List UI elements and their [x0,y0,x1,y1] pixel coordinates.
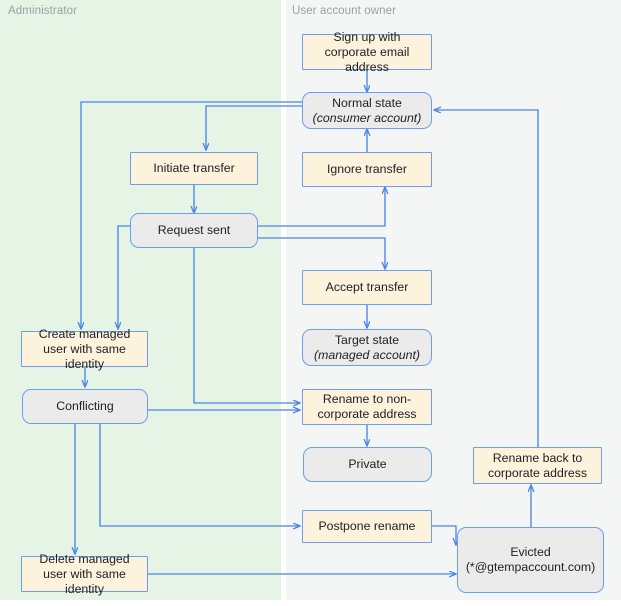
node-label: Request sent [157,223,231,237]
node-delete-managed-user-with-same-identity[interactable]: Delete managed user with same identity [21,552,148,596]
node-label: Postpone rename [318,519,416,533]
node-conflicting[interactable]: Conflicting [22,389,148,424]
node-label: Rename to non-corporate address [317,392,417,421]
node-evicted[interactable]: Evicted (*@gtempaccount.com) [457,527,604,593]
node-create-managed-user-with-same-identity[interactable]: Create managed user with same identity [21,327,148,371]
node-request-sent[interactable]: Request sent [130,213,258,248]
node-accept-transfer[interactable]: Accept transfer [302,270,432,305]
node-ignore-transfer[interactable]: Ignore transfer [302,152,432,187]
node-initiate-transfer[interactable]: Initiate transfer [130,152,258,185]
node-sublabel: (*@gtempaccount.com) [465,560,596,574]
node-label: Target state [334,332,400,347]
swimlane-administrator [0,0,281,600]
node-label: Delete managed user with same identity [39,551,130,596]
node-label: Rename back to corporate address [487,450,588,480]
swimlane-label-administrator: Administrator [8,5,78,17]
node-label: Accept transfer [325,280,409,294]
node-postpone-rename[interactable]: Postpone rename [302,510,432,543]
node-label: Ignore transfer [327,162,407,176]
node-sublabel: (consumer account) [312,110,422,125]
swimlane-label-user-account-owner: User account owner [292,5,397,17]
node-label: Create managed user with same identity [38,326,131,371]
node-label: Initiate transfer [153,161,235,175]
node-label: Evicted [510,545,551,559]
node-private[interactable]: Private [303,447,432,482]
node-label: Sign up with corporate email address [324,29,410,74]
node-label: Normal state [332,95,402,110]
node-rename-back-to-corporate-address[interactable]: Rename back to corporate address [473,447,602,484]
node-rename-to-non-corporate-address[interactable]: Rename to non-corporate address [302,389,432,425]
node-label: Conflicting [56,399,114,413]
node-normal-state[interactable]: Normal state (consumer account) [302,92,432,129]
node-sign-up-with-corporate-email-address[interactable]: Sign up with corporate email address [302,30,432,74]
node-sublabel: (managed account) [314,347,420,362]
node-label: Private [348,457,387,471]
node-target-state[interactable]: Target state (managed account) [302,329,432,366]
